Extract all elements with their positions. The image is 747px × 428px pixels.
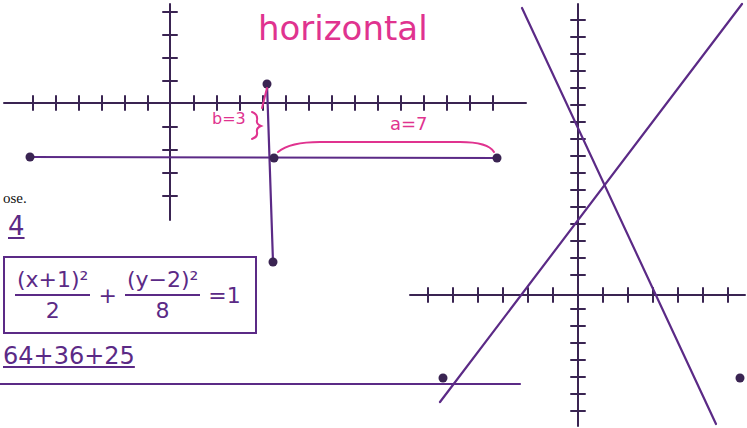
vertex-dot	[439, 374, 448, 383]
operator: =1	[208, 283, 240, 308]
fraction: (y−2)²8	[125, 267, 200, 323]
numerator: (x+1)²	[15, 267, 90, 296]
leader-line	[262, 88, 267, 108]
vertex-dot	[493, 154, 502, 163]
equation-box: (x+1)²2 + (y−2)²8 =1	[3, 256, 257, 334]
co-vertex-dot	[269, 258, 278, 267]
numerator: (y−2)²	[125, 267, 200, 296]
operator: +	[98, 283, 116, 308]
vertex-dot	[736, 374, 745, 383]
minor-axis	[267, 84, 273, 262]
major-axis	[30, 157, 497, 158]
dimension-label: a=7	[390, 114, 428, 134]
center-dot	[270, 154, 279, 163]
orientation-note: horizontal	[258, 10, 428, 47]
denominator: 8	[156, 296, 170, 323]
denominator: 2	[46, 296, 60, 323]
asymptote-line	[440, 4, 742, 402]
x-axis	[410, 294, 745, 296]
brace	[252, 112, 261, 139]
calculation: 64+36+25	[3, 343, 135, 369]
instruction-text: ose.	[3, 190, 27, 207]
vertex-dot	[26, 153, 35, 162]
dimension-label: b=3	[212, 110, 246, 128]
y-axis	[169, 4, 171, 220]
fraction: (x+1)²2	[15, 267, 90, 323]
y-axis	[577, 4, 579, 426]
answer-number: 4	[8, 212, 25, 241]
asymptote-line	[522, 8, 716, 424]
dimension-bracket	[278, 142, 494, 152]
underline-rule	[0, 383, 520, 385]
